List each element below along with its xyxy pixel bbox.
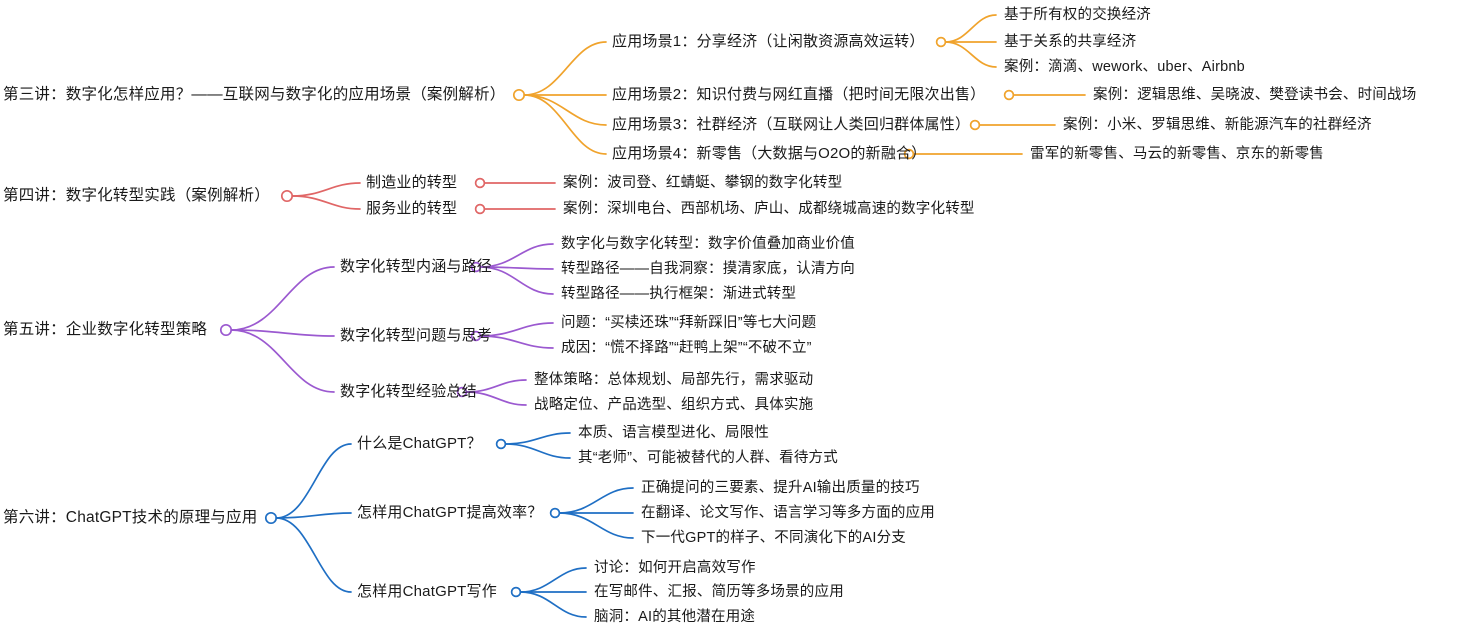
lecture-3-root-label[interactable]: 第三讲：数字化怎样应用？——互联网与数字化的应用场景（案例解析）: [3, 86, 506, 103]
lecture-4-node-0-label[interactable]: 制造业的转型: [366, 174, 458, 191]
lecture-5-leaf-2-1-label[interactable]: 战略定位、产品选型、组织方式、具体实施: [534, 397, 814, 413]
lecture-6-node-0-circle[interactable]: [495, 438, 507, 450]
lecture-6-leaf-1-0-label[interactable]: 正确提问的三要素、提升AI输出质量的技巧: [641, 480, 920, 496]
lecture-3-node-1-label[interactable]: 应用场景2：知识付费与网红直播（把时间无限次出售）: [612, 86, 986, 103]
lecture-4-node-1-label[interactable]: 服务业的转型: [366, 200, 458, 217]
lecture-6-leaf-1-2-label[interactable]: 下一代GPT的样子、不同演化下的AI分支: [641, 530, 907, 546]
lecture-3-node-3-label[interactable]: 应用场景4：新零售（大数据与O2O的新融合）: [612, 145, 927, 162]
lecture-4-leaf-1-0-label[interactable]: 案例：深圳电台、西部机场、庐山、成都绕城高速的数字化转型: [563, 201, 975, 217]
lecture-5-leaf-0-0-label[interactable]: 数字化与数字化转型：数字价值叠加商业价值: [561, 236, 855, 252]
lecture-6-root-node[interactable]: [264, 511, 278, 525]
lecture-6-node-0-label[interactable]: 什么是ChatGPT？: [357, 435, 482, 452]
lecture-6-sublink-2-2: [519, 591, 587, 618]
lecture-3-node-1-circle[interactable]: [1003, 89, 1015, 101]
lecture-6-sublink-0-1: [504, 443, 571, 459]
lecture-3-leaf-0-2-label[interactable]: 案例：滴滴、wework、uber、Airbnb: [1004, 59, 1245, 75]
lecture-5-leaf-1-0-label[interactable]: 问题：“买椟还珠”“拜新踩旧”等七大问题: [561, 315, 817, 331]
lecture-6-node-1-circle[interactable]: [549, 507, 561, 519]
lecture-4-link-1: [291, 195, 361, 210]
lecture-6-leaf-0-1-label[interactable]: 其“老师”、可能被替代的人群、看待方式: [578, 450, 838, 466]
lecture-6-leaf-1-1-label[interactable]: 在翻译、论文写作、语言学习等多方面的应用: [641, 505, 935, 521]
lecture-3-node-2-label[interactable]: 应用场景3：社群经济（互联网让人类回归群体属性）: [612, 116, 971, 133]
lecture-3-link-0: [523, 41, 607, 96]
lecture-5-node-2-label[interactable]: 数字化转型经验总结: [340, 383, 477, 400]
lecture-3-leaf-0-1-label[interactable]: 基于关系的共享经济: [1004, 34, 1137, 50]
lecture-3-node-0-label[interactable]: 应用场景1：分享经济（让闲散资源高效运转）: [612, 33, 925, 50]
lecture-4-node-0-circle[interactable]: [474, 177, 486, 189]
lecture-5-link-0: [230, 266, 335, 331]
lecture-3-leaf-3-0-label[interactable]: 雷军的新零售、马云的新零售、京东的新零售: [1030, 146, 1324, 162]
lecture-5-leaf-0-2-label[interactable]: 转型路径——执行框架：渐进式转型: [561, 286, 797, 302]
lecture-3-sublink-0-2: [944, 41, 997, 68]
lecture-6-node-2-circle[interactable]: [510, 586, 522, 598]
lecture-5-leaf-2-0-label[interactable]: 整体策略：总体规划、局部先行，需求驱动: [534, 372, 814, 388]
lecture-4-leaf-0-0-label[interactable]: 案例：波司登、红蜻蜓、攀钢的数字化转型: [563, 175, 843, 191]
lecture-6-leaf-2-1-label[interactable]: 在写邮件、汇报、简历等多场景的应用: [594, 584, 844, 600]
lecture-5-leaf-0-1-label[interactable]: 转型路径——自我洞察：摸清家底，认清方向: [561, 261, 855, 277]
lecture-6-sublink-0-0: [504, 432, 571, 445]
lecture-3-leaf-0-0-label[interactable]: 基于所有权的交换经济: [1004, 7, 1151, 23]
lecture-3-node-2-circle[interactable]: [969, 119, 981, 131]
lecture-5-node-0-label[interactable]: 数字化转型内涵与路径: [340, 258, 493, 275]
lecture-6-sublink-1-0: [558, 487, 634, 514]
lecture-6-leaf-2-2-label[interactable]: 脑洞：AI的其他潜在用途: [594, 609, 756, 625]
lecture-3-leaf-1-0-label[interactable]: 案例：逻辑思维、吴晓波、樊登读书会、时间战场: [1093, 87, 1417, 103]
lecture-5-link-1: [230, 329, 335, 337]
lecture-3-link-2: [523, 94, 607, 126]
lecture-5-link-2: [230, 329, 335, 393]
lecture-3-leaf-2-0-label[interactable]: 案例：小米、罗辑思维、新能源汽车的社群经济: [1063, 117, 1372, 133]
lecture-6-sublink-1-2: [558, 512, 634, 539]
lecture-6-node-1-label[interactable]: 怎样用ChatGPT提高效率？: [357, 504, 543, 521]
lecture-4-root-node[interactable]: [280, 189, 294, 203]
lecture-6-leaf-0-0-label[interactable]: 本质、语言模型进化、局限性: [578, 425, 770, 441]
lecture-5-root-label[interactable]: 第五讲：企业数字化转型策略: [3, 321, 208, 338]
lecture-3-sublink-0-0: [944, 14, 997, 43]
lecture-5-node-1-label[interactable]: 数字化转型问题与思考: [340, 327, 493, 344]
lecture-3-root-node[interactable]: [512, 88, 526, 102]
lecture-4-link-0: [291, 182, 361, 197]
lecture-3-link-3: [523, 94, 607, 155]
lecture-5-root-node[interactable]: [219, 323, 233, 337]
lecture-6-leaf-2-0-label[interactable]: 讨论：如何开启高效写作: [594, 560, 756, 576]
lecture-6-link-1: [275, 512, 352, 519]
lecture-6-link-0: [275, 443, 352, 519]
lecture-6-root-label[interactable]: 第六讲：ChatGPT技术的原理与应用: [3, 509, 258, 526]
lecture-6-sublink-2-0: [519, 567, 587, 593]
lecture-3-node-0-circle[interactable]: [935, 36, 947, 48]
lecture-4-root-label[interactable]: 第四讲：数字化转型实践（案例解析）: [3, 187, 270, 204]
lecture-6-node-2-label[interactable]: 怎样用ChatGPT写作: [357, 583, 497, 600]
lecture-5-leaf-1-1-label[interactable]: 成因：“慌不择路”“赶鸭上架”“不破不立”: [561, 340, 812, 356]
lecture-4-node-1-circle[interactable]: [474, 203, 486, 215]
lecture-6-link-2: [275, 517, 352, 593]
